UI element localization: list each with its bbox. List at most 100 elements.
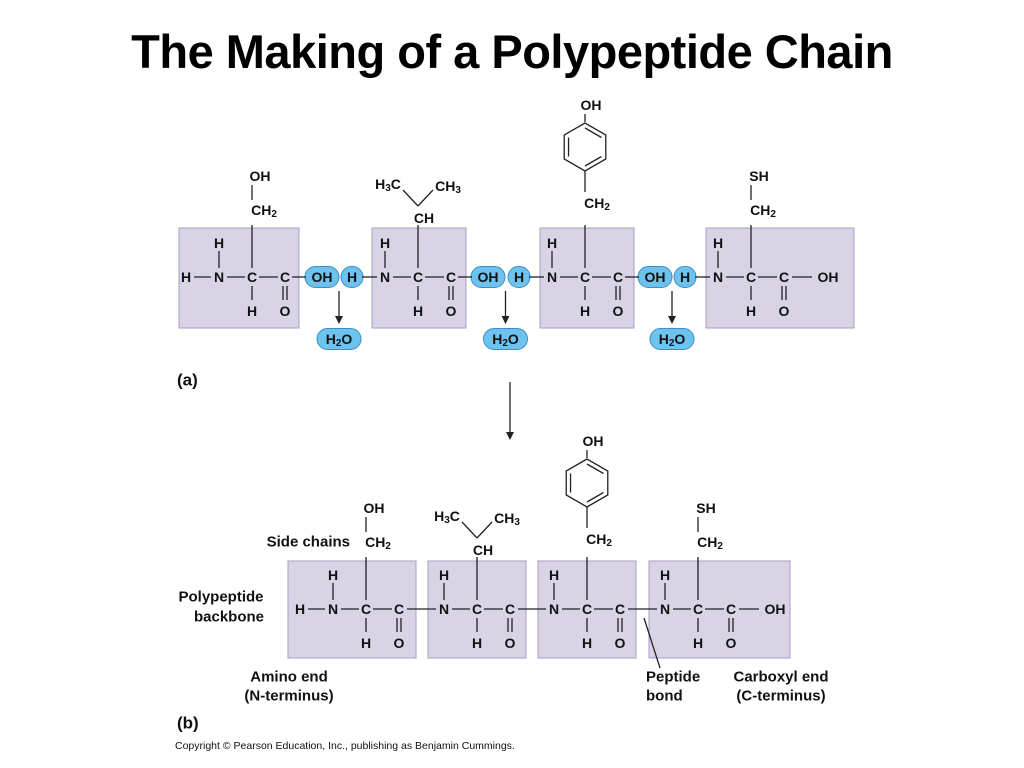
water-highlight-3 (649, 328, 695, 350)
cysteine-a-ch2: CH2 (750, 202, 776, 220)
residue-b-2-alpha-h: H (472, 635, 482, 651)
residue-b-1-alpha-h: H (361, 635, 371, 651)
residue-b-3-carbonyl-c: C (615, 601, 625, 617)
bond-line (417, 189, 434, 207)
residue-b-2-n-h: H (439, 567, 449, 583)
residue-a-4-alpha-h: H (746, 303, 756, 319)
water-h: H (659, 331, 669, 347)
water-o: O (341, 331, 352, 347)
residue-b-2-alpha-c: C (472, 601, 482, 617)
serine-b-oh: OH (364, 500, 385, 516)
water-h: H (326, 331, 336, 347)
residue-b-4-alpha-c: C (693, 601, 703, 617)
group-subscript: 2 (271, 209, 277, 220)
group-subscript: 3 (455, 185, 461, 196)
tyrosine-a-oh: OH (581, 97, 602, 113)
group-subscript: 2 (604, 202, 610, 213)
residue-a-1-carbonyl-o: O (280, 303, 291, 319)
removed-hydrogen-1: H (347, 269, 357, 285)
valine-a-h3c: H3C (375, 176, 401, 194)
copyright-notice: Copyright © Pearson Education, Inc., pub… (175, 740, 515, 752)
bond-line (402, 189, 419, 207)
water-sub: 2 (669, 338, 675, 349)
residue-a-4-n-h: H (713, 235, 723, 251)
peptide-bond-label-line2: bond (646, 688, 683, 705)
residue-b-2-carbonyl-o: O (505, 635, 516, 651)
group-main: CH (586, 531, 606, 547)
serine-a-ch2: CH2 (251, 202, 277, 220)
residue-b-4-alpha-h: H (693, 635, 703, 651)
residue-a-2-carbonyl-o: O (446, 303, 457, 319)
valine-a-ch: CH (414, 210, 434, 226)
removed-hydroxyl-1: OH (312, 269, 333, 285)
residue-a-3-n: N (547, 269, 557, 285)
water-sub: 2 (336, 338, 342, 349)
residue-a-4-terminal-oh: OH (818, 269, 839, 285)
amino-acid-box-a-4 (705, 227, 855, 329)
residue-b-4-n: N (660, 601, 670, 617)
water-h: H (492, 331, 502, 347)
residue-b-1-n: N (328, 601, 338, 617)
group-main: CH (251, 202, 271, 218)
group-main: CH (365, 534, 385, 550)
water-o: O (674, 331, 685, 347)
amino-end-label-line2: (N-terminus) (244, 688, 333, 705)
ring-double-bond (586, 463, 604, 475)
residue-a-2-n-h: H (380, 235, 390, 251)
bond-line (461, 521, 478, 539)
amino-acid-box-a-2 (371, 227, 467, 329)
residue-a-3-carbonyl-c: C (613, 269, 623, 285)
cysteine-a-sh: SH (749, 168, 768, 184)
group-main: CH (584, 195, 604, 211)
carboxyl-end-label-line2: (C-terminus) (736, 688, 825, 705)
amino-acid-box-a-3 (539, 227, 635, 329)
residue-a-2-carbonyl-c: C (446, 269, 456, 285)
tyrosine-a-ring (563, 122, 607, 172)
backbone-label-line1: Polypeptide (178, 589, 263, 606)
ring-double-bond (584, 155, 602, 167)
residue-a-3-alpha-c: C (580, 269, 590, 285)
group-main: H (434, 508, 444, 524)
group-main: CH (435, 178, 455, 194)
backbone-label-line2: backbone (194, 609, 264, 626)
tyrosine-b-ring (565, 458, 609, 508)
group-main: CH (494, 510, 514, 526)
group-subscript: 2 (717, 541, 723, 552)
cysteine-b-sh: SH (696, 500, 715, 516)
amino-acid-box-a-1 (178, 227, 300, 329)
group-subscript: 2 (606, 538, 612, 549)
residue-a-1-alpha-c: C (247, 269, 257, 285)
water-molecule-1: H2O (326, 331, 353, 349)
arrow-head (506, 432, 514, 440)
removed-hydroxyl-2: OH (478, 269, 499, 285)
residue-b-3-n: N (549, 601, 559, 617)
residue-a-4-alpha-c: C (746, 269, 756, 285)
serine-a-oh: OH (250, 168, 271, 184)
residue-b-2-n: N (439, 601, 449, 617)
residue-a-2-alpha-h: H (413, 303, 423, 319)
valine-a-ch3: CH3 (435, 178, 461, 196)
group-tail: C (450, 508, 460, 524)
valine-b-ch3: CH3 (494, 510, 520, 528)
residue-a-2-alpha-c: C (413, 269, 423, 285)
group-tail: C (391, 176, 401, 192)
group-subscript: 3 (444, 515, 450, 526)
panel-b-label: (b) (177, 714, 199, 733)
residue-a-1-carbonyl-c: C (280, 269, 290, 285)
residue-a-3-carbonyl-o: O (613, 303, 624, 319)
water-molecule-2: H2O (492, 331, 519, 349)
water-o: O (508, 331, 519, 347)
arrow-head (668, 316, 676, 324)
removed-hydroxyl-3: OH (645, 269, 666, 285)
residue-b-1-alpha-c: C (361, 601, 371, 617)
residue-a-2-n: N (380, 269, 390, 285)
tyrosine-b-oh: OH (583, 433, 604, 449)
residue-b-1-n-h: H (328, 567, 338, 583)
residue-b-1-carbonyl-c: C (394, 601, 404, 617)
residue-b-4-n-h: H (660, 567, 670, 583)
residue-a-4-carbonyl-c: C (779, 269, 789, 285)
tyrosine-a-ch2: CH2 (584, 195, 610, 213)
residue-a-1-amino-h: H (181, 269, 191, 285)
removed-hydrogen-2: H (514, 269, 524, 285)
